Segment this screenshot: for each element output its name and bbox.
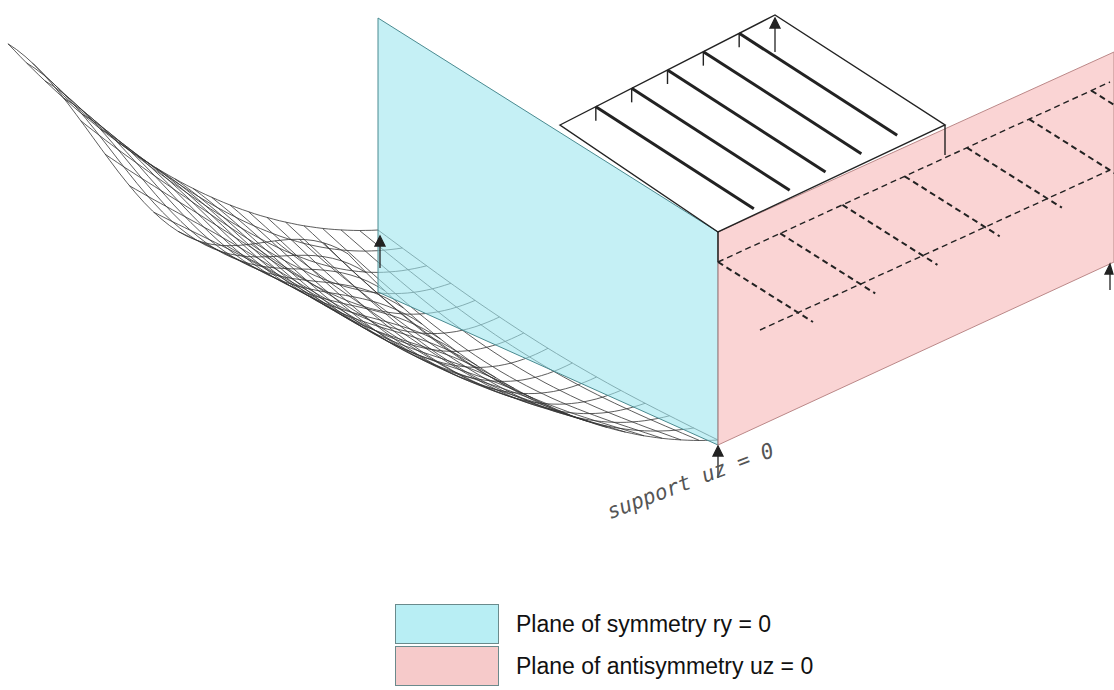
legend-text: Plane of symmetry ry = 0 [516, 611, 771, 638]
hidden-edge [718, 82, 1110, 262]
support-arrows [375, 18, 1113, 478]
hidden-edge [760, 170, 1110, 330]
hidden-beam [967, 148, 1062, 208]
mesh-line [64, 98, 404, 308]
hidden-beam [718, 262, 813, 322]
mesh-line [82, 114, 422, 324]
legend-swatch [395, 646, 499, 686]
legend-text: Plane of antisymmetry uz = 0 [516, 653, 813, 680]
mesh-line [27, 63, 367, 273]
hidden-beam [1091, 91, 1114, 151]
deck-frame [560, 15, 945, 232]
deck-beam [703, 52, 861, 154]
deck-structure [560, 15, 1114, 330]
deck-beam [668, 70, 826, 172]
deck-post [667, 70, 668, 84]
mesh-line [45, 81, 385, 291]
deck-post [595, 107, 596, 121]
hidden-beam [842, 205, 937, 265]
hidden-beam [905, 176, 1000, 236]
deck-post [703, 52, 704, 66]
support-label: support uz = 0 [603, 438, 777, 524]
deck-post [717, 232, 718, 262]
deck-beam [596, 107, 754, 209]
hidden-beam [780, 233, 875, 293]
mesh-line [32, 63, 402, 251]
mesh-line [8, 44, 348, 254]
deck-beam [632, 88, 790, 190]
symmetry-plane [378, 18, 718, 445]
legend-swatch [395, 604, 499, 644]
deck-post [631, 88, 632, 102]
hidden-beam [1029, 119, 1114, 179]
deck-post [738, 33, 739, 47]
deck-post [944, 125, 945, 155]
antisymmetry-plane [718, 52, 1114, 445]
deck-beam [739, 33, 897, 135]
